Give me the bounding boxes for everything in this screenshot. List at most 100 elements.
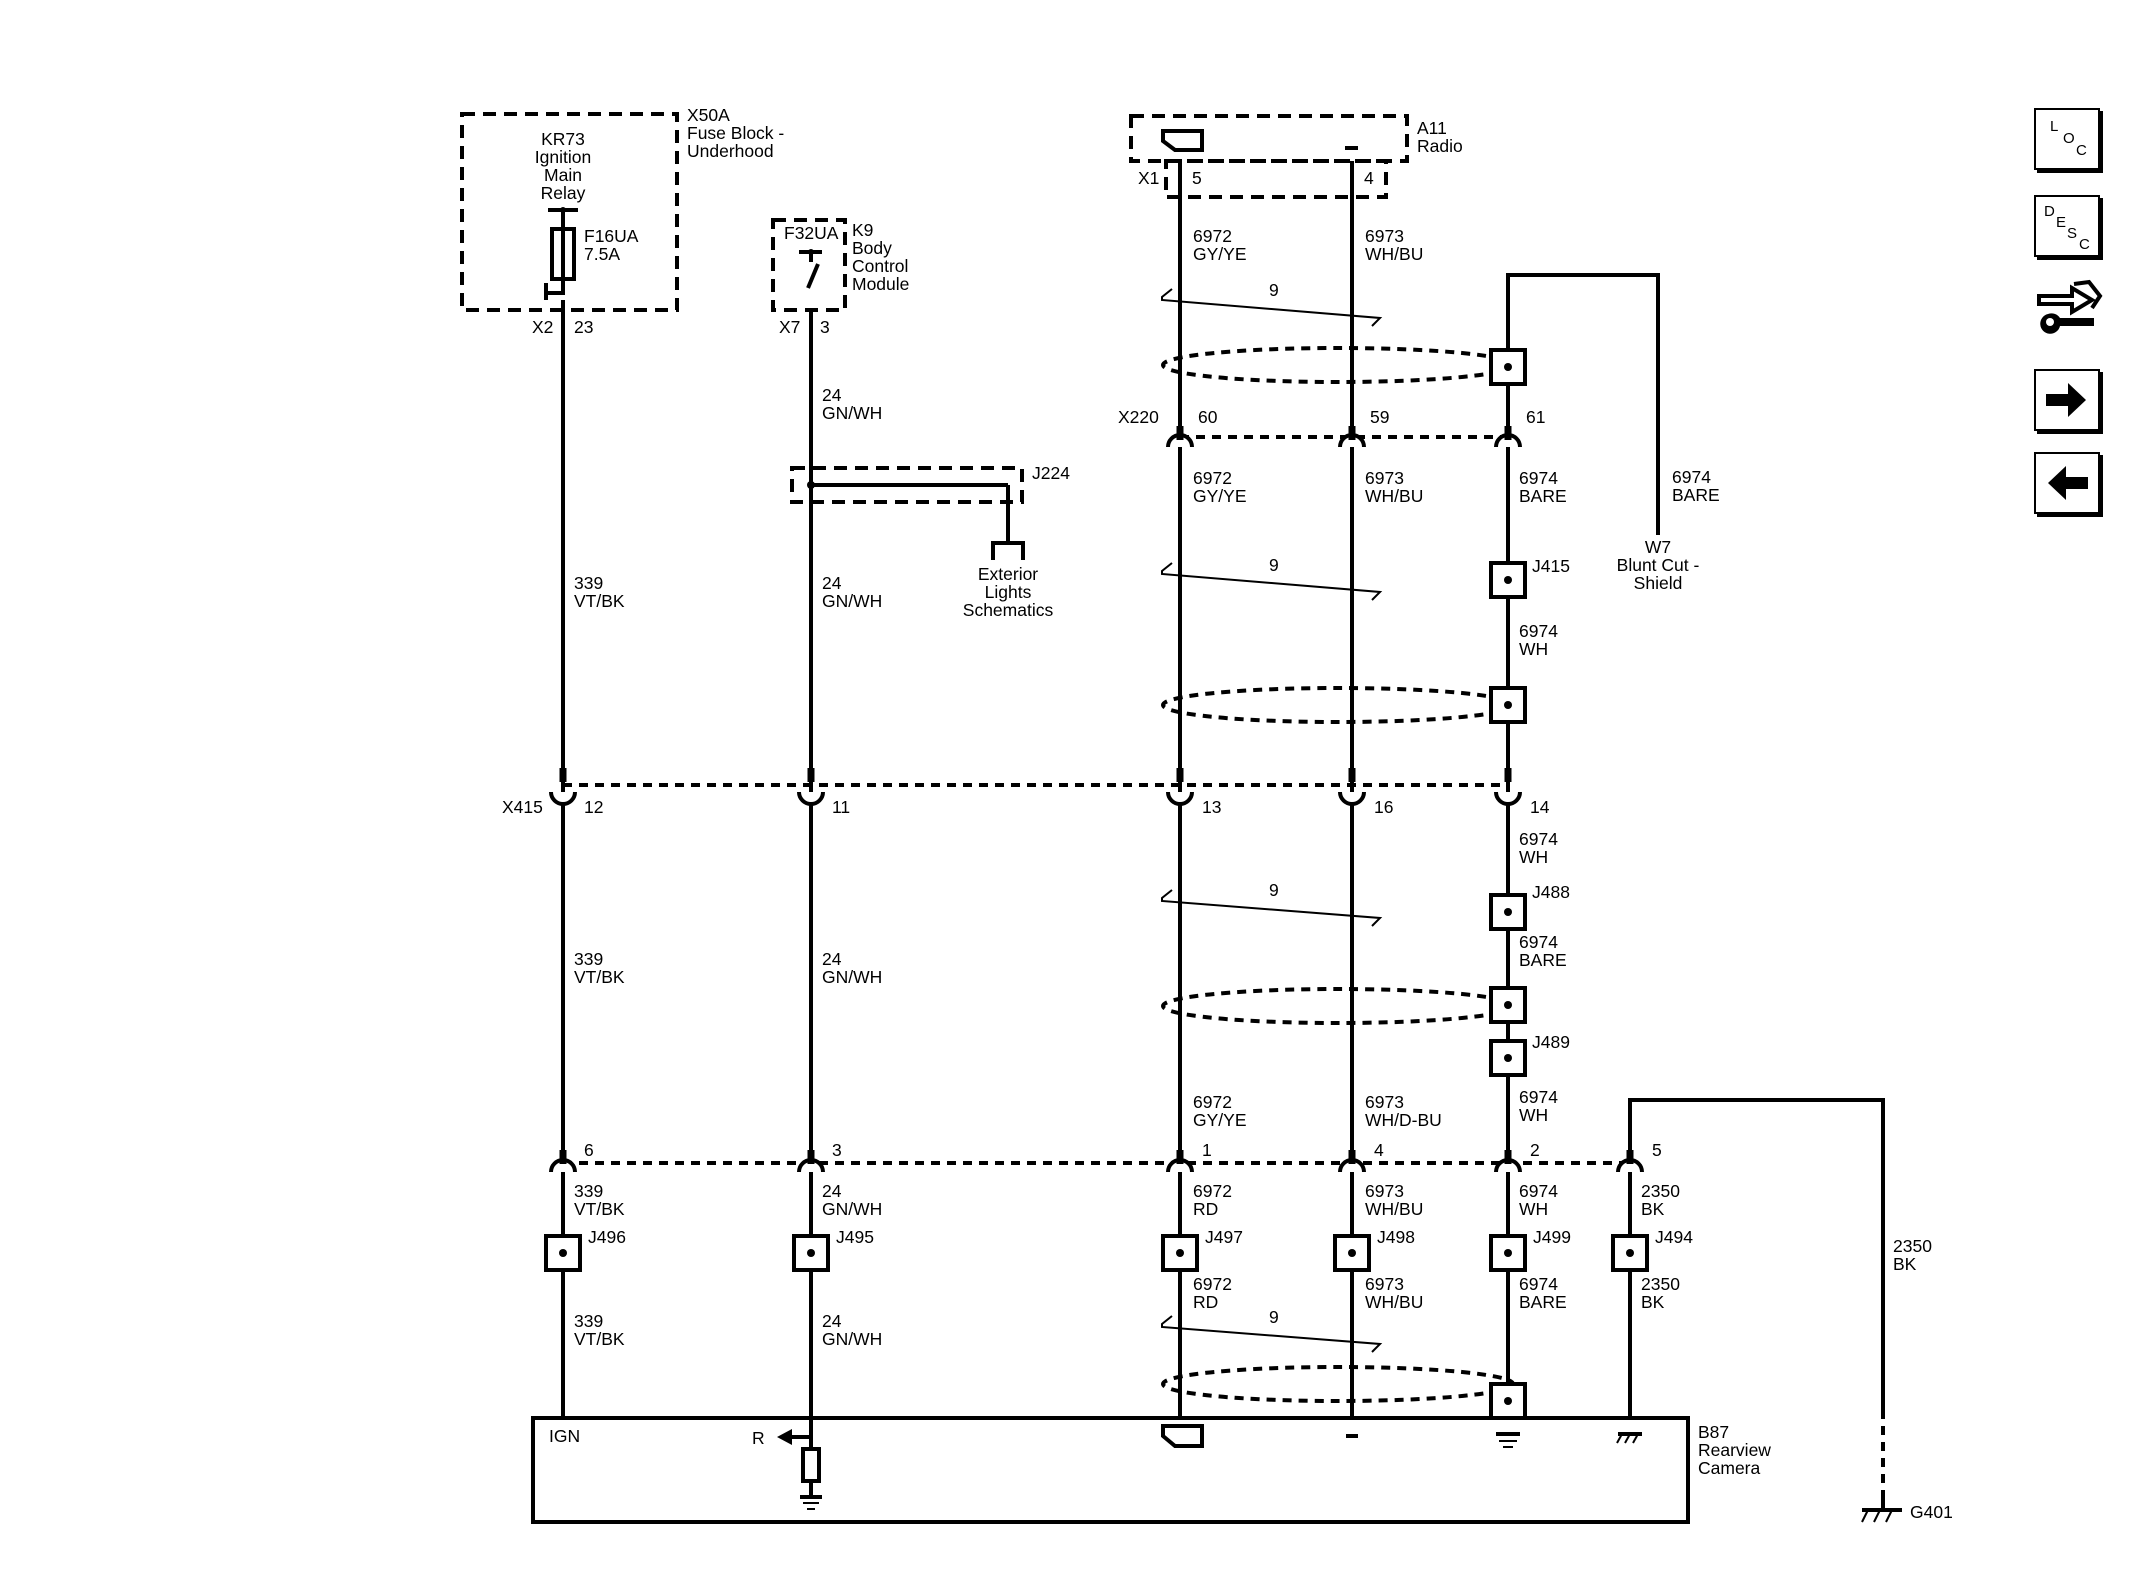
wire-label: GN/WH — [822, 403, 882, 423]
wire-label: GN/WH — [822, 1329, 882, 1349]
location-view-button[interactable]: L O C — [2034, 108, 2100, 170]
wire-label: 6972 — [1193, 1092, 1232, 1112]
wire-label: 6973 — [1365, 1092, 1404, 1112]
wire-label: 2350 — [1641, 1181, 1680, 1201]
wire-label: 6974 — [1519, 621, 1558, 641]
conn-x415: X415 — [502, 797, 543, 817]
wire-label: VT/BK — [574, 591, 625, 611]
radio-connector-outline — [1164, 159, 1388, 199]
splice-j497: J497 — [1205, 1227, 1243, 1247]
wire-label: WH/BU — [1365, 1199, 1423, 1219]
twist-count-4: 9 — [1269, 1307, 1279, 1327]
wire-2350-g401 — [1628, 1098, 1885, 1410]
wire-label: BK — [1641, 1292, 1665, 1312]
wire-label: BARE — [1519, 950, 1567, 970]
twist-markers — [1161, 288, 1383, 1353]
wire-label: WH — [1519, 847, 1548, 867]
bcm-switch-icon — [799, 249, 822, 289]
wire-label: WH/D-BU — [1365, 1110, 1442, 1130]
wire-label: WH/BU — [1365, 486, 1423, 506]
previous-page-button[interactable] — [2034, 452, 2100, 514]
camera-name-1: Rearview — [1698, 1440, 1771, 1460]
wire-label: 24 — [822, 949, 842, 969]
wire-label: GN/WH — [822, 1199, 882, 1219]
radio-ref: A11 — [1417, 118, 1447, 138]
wire-label: 6973 — [1365, 226, 1404, 246]
conn-cam-p3: 3 — [832, 1140, 842, 1160]
g401-wire-color: BK — [1893, 1254, 1917, 1274]
exterior-ref-2: Lights — [985, 582, 1032, 602]
conn-x220-p61: 61 — [1526, 407, 1545, 427]
conn-cam-p1: 1 — [1202, 1140, 1212, 1160]
conn-cam-p4: 4 — [1374, 1140, 1384, 1160]
wire-label: 6973 — [1365, 1181, 1404, 1201]
ground-g401-icon — [1861, 1490, 1902, 1523]
wire-label: WH — [1519, 1105, 1548, 1125]
desc-letter: E — [2056, 214, 2067, 231]
conn-x2: X2 — [532, 317, 553, 337]
wire-label: 339 — [574, 1181, 603, 1201]
shield-wire-color: BARE — [1672, 485, 1720, 505]
bcm-name-3: Module — [852, 274, 909, 294]
relay-label-4: Relay — [541, 183, 586, 203]
wire-label: 339 — [574, 949, 603, 969]
wire-label: WH/BU — [1365, 244, 1423, 264]
wire-label: 24 — [822, 1181, 842, 1201]
shield-name-1: Blunt Cut - — [1617, 555, 1700, 575]
camera-ref: B87 — [1698, 1422, 1729, 1442]
description-view-button[interactable]: D E S C — [2034, 195, 2100, 257]
wire-label: BK — [1641, 1199, 1665, 1219]
splice-dots — [559, 363, 1634, 1405]
conn-x415-p11: 11 — [832, 797, 850, 817]
wire-label: 6973 — [1365, 468, 1404, 488]
splice-j224: J224 — [1032, 463, 1070, 483]
wire-label: GY/YE — [1193, 486, 1247, 506]
relay-contact-icon — [548, 207, 578, 229]
wire-label: WH — [1519, 1199, 1548, 1219]
wire-label: 6974 — [1519, 829, 1558, 849]
conn-x220-p59: 59 — [1370, 407, 1389, 427]
radio-outline — [1129, 114, 1409, 163]
wire-label: 6972 — [1193, 1274, 1232, 1294]
splice-j489: J489 — [1532, 1032, 1570, 1052]
wire-label: 339 — [574, 1311, 603, 1331]
ground-g401-label: G401 — [1910, 1502, 1953, 1522]
wire-label: VT/BK — [574, 1199, 625, 1219]
wire-label: VT/BK — [574, 1329, 625, 1349]
wire-label: BARE — [1519, 1292, 1567, 1312]
conn-x7: X7 — [779, 317, 800, 337]
bcm-fuse-ref: F32UA — [784, 223, 839, 243]
camera-video-icon — [1161, 1424, 1204, 1448]
splice-j494: J494 — [1655, 1227, 1693, 1247]
splice-j499: J499 — [1533, 1227, 1571, 1247]
connector-pins — [559, 426, 1634, 1164]
desc-letter: C — [2079, 236, 2090, 253]
exterior-ref-3: Schematics — [963, 600, 1054, 620]
radio-name: Radio — [1417, 136, 1463, 156]
conn-x415-p14: 14 — [1530, 797, 1550, 817]
connector-diagnostic-button[interactable] — [2034, 276, 2104, 338]
wire-label: 6974 — [1519, 932, 1558, 952]
conn-x7-pin: 3 — [820, 317, 830, 337]
relay-label-1: KR73 — [541, 129, 585, 149]
conn-x1: X1 — [1138, 168, 1159, 188]
wire-label: GN/WH — [822, 591, 882, 611]
wire-label: BARE — [1519, 486, 1567, 506]
wire-label: 24 — [822, 385, 842, 405]
conn-cam-p6: 6 — [584, 1140, 594, 1160]
wire-label: GN/WH — [822, 967, 882, 987]
conn-x2-pin: 23 — [574, 317, 593, 337]
fuse-ref: F16UA — [584, 226, 639, 246]
wire-label: 6974 — [1519, 1181, 1558, 1201]
camera-chassis-ground-icon — [1616, 1432, 1642, 1444]
camera-name-2: Camera — [1698, 1458, 1761, 1478]
battery-feed-icon — [544, 279, 565, 300]
conn-cam-p5: 5 — [1652, 1140, 1662, 1160]
wire-label: 6974 — [1519, 468, 1558, 488]
bcm-name-1: Body — [852, 238, 892, 258]
wire-label: VT/BK — [574, 967, 625, 987]
splice-j496: J496 — [588, 1227, 626, 1247]
next-page-button[interactable] — [2034, 369, 2100, 431]
wire-label: 6973 — [1365, 1274, 1404, 1294]
